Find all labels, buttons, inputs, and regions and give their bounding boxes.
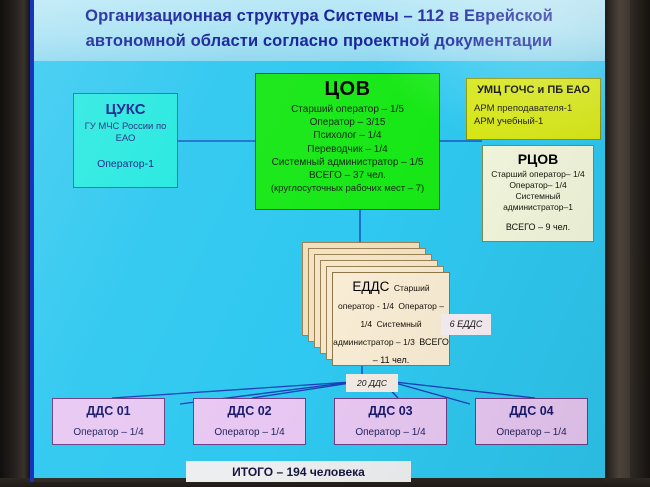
box-cov-total: ВСЕГО – 37 чел. [309, 170, 386, 182]
box-dds-02-title: ДДС 02 [227, 404, 272, 418]
box-total: ИТОГО – 194 человека [186, 461, 411, 482]
box-umc-row: АРМ преподавателя-1 [474, 103, 573, 114]
box-cuks-staff: Оператор-1 [97, 158, 154, 170]
box-cov-title: ЦОВ [324, 78, 371, 100]
box-rcov-total: ВСЕГО – 9 чел. [505, 222, 571, 232]
box-dds-04-staff: Оператор – 1/4 [496, 427, 567, 438]
box-eddc-row: администратор – 1/3 [333, 337, 415, 347]
box-eddc-row: Системный [376, 319, 422, 329]
tag-dds-count: 20 ДДС [346, 374, 398, 392]
box-dds-03[interactable]: ДДС 03 Оператор – 1/4 [334, 398, 447, 445]
box-eddc-total: ВСЕГО – 11 чел. [372, 337, 449, 365]
box-eddc-title: ЕДДС [352, 279, 390, 294]
box-dds-02[interactable]: ДДС 02 Оператор – 1/4 [193, 398, 306, 445]
box-cuks-title: ЦУКС [105, 101, 146, 118]
box-dds-01[interactable]: ДДС 01 Оператор – 1/4 [52, 398, 165, 445]
box-cov-row: Переводчик – 1/4 [307, 143, 388, 155]
presentation-slide: Организационная структура Системы – 112 … [30, 0, 605, 482]
box-umc-title: УМЦ ГОЧС и ПБ ЕАО [477, 84, 590, 96]
screen-left-glow [30, 0, 34, 482]
monitor-bezel-bottom [0, 478, 650, 487]
box-eddc-row: Оператор – 1/4 [360, 301, 444, 329]
box-umc-row: АРМ учебный-1 [474, 115, 544, 127]
box-eddc[interactable]: ЕДДС Старший оператор - 1/4 Оператор – 1… [332, 272, 450, 366]
box-rcov[interactable]: РЦОВ Старший оператор– 1/4 Оператор– 1/4… [482, 145, 594, 242]
box-dds-03-staff: Оператор – 1/4 [355, 427, 426, 438]
box-cov-row: Психолог – 1/4 [313, 130, 382, 142]
box-dds-01-staff: Оператор – 1/4 [73, 427, 144, 438]
box-cov-row: Системный администратор – 1/5 [271, 156, 424, 168]
monitor-bezel-right-shadow [630, 0, 650, 487]
box-rcov-row: администратор–1 [503, 202, 573, 212]
box-cuks[interactable]: ЦУКС ГУ МЧС России по ЕАО Оператор-1 [73, 93, 178, 188]
box-dds-03-title: ДДС 03 [368, 404, 413, 418]
slide-title: Организационная структура Системы – 112 … [85, 7, 553, 50]
tag-eddc-count: 6 ЕДДС [441, 314, 491, 335]
monitor-bezel-left [0, 0, 30, 487]
box-dds-04-title: ДДС 04 [509, 404, 554, 418]
box-cov-row: Старший оператор – 1/5 [291, 104, 404, 115]
box-umc[interactable]: УМЦ ГОЧС и ПБ ЕАО АРМ преподавателя-1 АР… [466, 78, 601, 140]
box-cuks-subtitle-line2: ЕАО [115, 133, 136, 144]
box-cov-note: (круглосуточных рабочих мест – 7) [270, 183, 425, 195]
box-cuks-subtitle-line1: ГУ МЧС России по [84, 121, 167, 132]
box-rcov-row: Оператор– 1/4 [509, 180, 567, 190]
box-eddc-row: Старший оператор - 1/4 [338, 283, 430, 311]
box-dds-01-title: ДДС 01 [86, 404, 131, 418]
box-cov[interactable]: ЦОВ Старший оператор – 1/5 Оператор – 3/… [255, 73, 440, 210]
slide-title-band: Организационная структура Системы – 112 … [30, 0, 605, 61]
box-dds-02-staff: Оператор – 1/4 [214, 427, 285, 438]
box-rcov-title: РЦОВ [517, 151, 559, 167]
box-rcov-row: Старший оператор– 1/4 [491, 169, 585, 179]
box-dds-04[interactable]: ДДС 04 Оператор – 1/4 [475, 398, 588, 445]
box-cov-row: Оператор – 3/15 [309, 117, 386, 129]
box-rcov-row: Системный [515, 191, 561, 201]
